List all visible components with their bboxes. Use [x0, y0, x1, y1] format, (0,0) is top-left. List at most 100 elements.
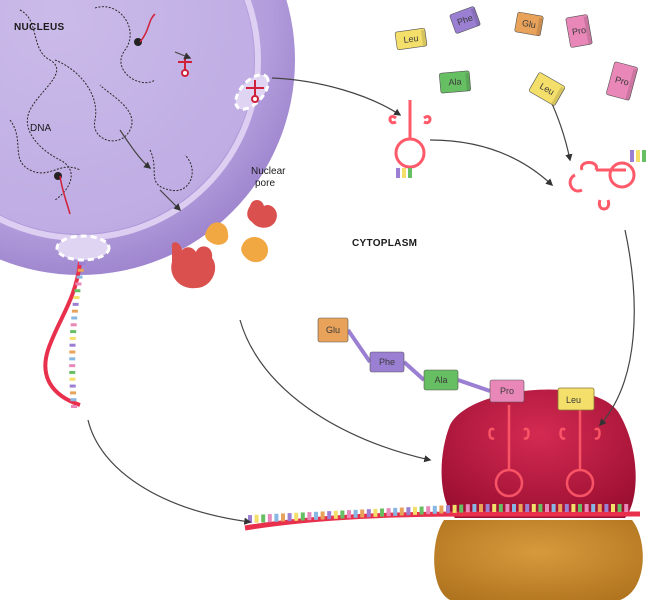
mrna-base: [79, 262, 85, 265]
cytoplasm-trna-2: [568, 161, 636, 211]
enzyme-orange-2: [241, 236, 268, 263]
free-amino-acid-label: Leu: [403, 33, 419, 45]
ribosome-trna-p-site: [488, 405, 530, 498]
mrna-base: [538, 504, 543, 512]
mrna-base: [531, 504, 536, 512]
free-amino-acid-glu: Glu: [514, 11, 544, 37]
mrna-base: [340, 510, 345, 519]
mrna-base: [347, 510, 351, 519]
mrna-base: [314, 511, 318, 520]
mrna-base: [393, 507, 398, 516]
mrna-base: [69, 350, 76, 354]
mrna-base: [69, 336, 76, 340]
mrna-base: [73, 296, 80, 300]
mrna-base: [320, 511, 325, 520]
mrna-base: [294, 512, 299, 521]
mrna-base: [485, 504, 490, 512]
peptide-amino-acid-phe: Phe: [369, 351, 405, 373]
mrna-base: [353, 509, 358, 518]
ribosome-trna-aa-label: Leu: [566, 395, 581, 405]
nuclear-transcripts: [59, 13, 156, 215]
flow-arrows: [87, 51, 635, 525]
mrna-base: [452, 504, 457, 513]
mrna-base: [465, 504, 470, 513]
cytoplasm-trna-2-bases: [630, 150, 646, 162]
ribosome-large-subunit: [441, 389, 636, 518]
mrna-base: [551, 504, 556, 512]
mrna-base: [360, 509, 365, 518]
mrna-base: [604, 504, 609, 512]
peptide-bond: [346, 328, 372, 364]
cytoplasm-label: CYTOPLASM: [352, 238, 417, 249]
mrna-base: [591, 504, 596, 512]
enzyme-orange-1: [205, 222, 229, 245]
mrna-base: [419, 506, 424, 515]
mrna-base: [267, 514, 272, 523]
enzyme-red-large: [171, 242, 216, 289]
mrna-base: [479, 504, 483, 512]
mrna-base: [406, 507, 411, 516]
mrna-base: [545, 504, 549, 512]
mrna-base: [71, 309, 78, 313]
mrna-base: [71, 316, 78, 320]
nuclear-pore-bottom: [55, 234, 111, 262]
mrna-base: [69, 364, 76, 368]
cytoplasm-trna-1-bases: [396, 168, 412, 178]
mrna-base: [413, 506, 417, 515]
mrna-bases: [248, 504, 629, 524]
nuclear-pore-label-line2: pore: [255, 178, 275, 189]
nuclear-pore-top: [234, 73, 270, 111]
mrna-base: [492, 504, 497, 512]
mrna-base: [446, 505, 450, 514]
nuclear-trna: [178, 58, 192, 77]
mrna-base: [307, 512, 312, 521]
mrna-base: [373, 508, 378, 517]
mrna-base: [72, 302, 79, 306]
mrna-base: [498, 504, 503, 512]
mrna-base: [69, 370, 76, 374]
mrna-base: [564, 504, 569, 512]
mrna-base: [74, 289, 81, 293]
mrna-base: [399, 507, 404, 516]
free-amino-acid-phe: Phe: [449, 6, 481, 34]
nucleus: [0, 0, 295, 275]
mrna-base: [300, 512, 305, 521]
mrna-base: [584, 504, 589, 512]
peptide-amino-acid-label: Pro: [500, 386, 514, 396]
free-amino-acid-label: Pro: [571, 25, 587, 37]
free-amino-acid-leu: Leu: [528, 72, 566, 107]
mrna-base: [432, 505, 437, 514]
mrna-base: [77, 268, 84, 272]
peptide-amino-acid-label: Glu: [326, 325, 340, 335]
mrna-base: [472, 504, 477, 512]
mrna-base: [70, 330, 77, 334]
mrna-base: [459, 504, 464, 513]
mrna-base: [69, 384, 76, 388]
mrna-base: [281, 513, 285, 522]
mrna-main: [244, 511, 640, 531]
mrna-base: [525, 504, 530, 512]
cytoplasm-trna-1: [388, 100, 432, 169]
mrna-base: [274, 513, 279, 522]
nucleus-label: NUCLEUS: [14, 22, 64, 33]
mrna-base: [624, 504, 629, 512]
peptide-amino-acid-label: Phe: [379, 357, 395, 367]
free-amino-acid-ala: Ala: [439, 70, 471, 94]
mrna-base: [380, 508, 384, 517]
peptide-amino-acid-label: Ala: [434, 375, 447, 385]
peptide-amino-acid-ala: Ala: [423, 369, 459, 391]
dna-strands: [9, 6, 193, 201]
mrna-base: [70, 323, 77, 327]
peptide-bond: [402, 360, 426, 382]
free-amino-acid-pro: Pro: [606, 61, 638, 101]
mrna-base: [558, 504, 563, 512]
mrna-base: [76, 275, 83, 279]
enzyme-red-small: [247, 200, 277, 228]
dna-label: DNA: [30, 123, 51, 134]
mrna-base: [70, 391, 77, 395]
free-amino-acid-label: Pro: [614, 74, 630, 87]
mrna-exit: [43, 261, 82, 407]
